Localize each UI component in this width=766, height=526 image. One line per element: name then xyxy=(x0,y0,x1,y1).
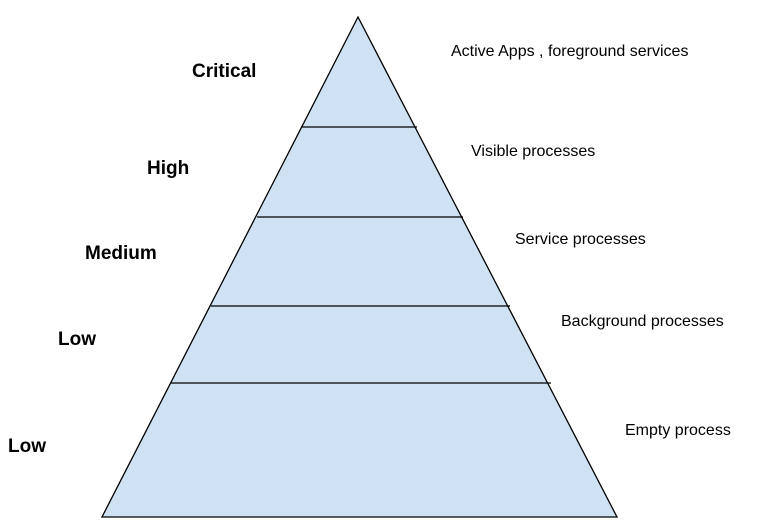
pyramid-triangle xyxy=(100,15,619,518)
process-label-empty: Empty process xyxy=(625,422,731,439)
priority-label-critical: Critical xyxy=(192,61,257,82)
process-label-active-apps: Active Apps , foreground services xyxy=(451,43,689,60)
process-label-background: Background processes xyxy=(561,313,724,330)
priority-label-medium: Medium xyxy=(85,243,157,264)
priority-label-low-empty: Low xyxy=(8,436,46,457)
priority-label-high: High xyxy=(147,158,190,179)
priority-label-low-background: Low xyxy=(58,329,96,350)
process-label-service: Service processes xyxy=(515,231,646,248)
process-label-visible: Visible processes xyxy=(471,143,596,160)
